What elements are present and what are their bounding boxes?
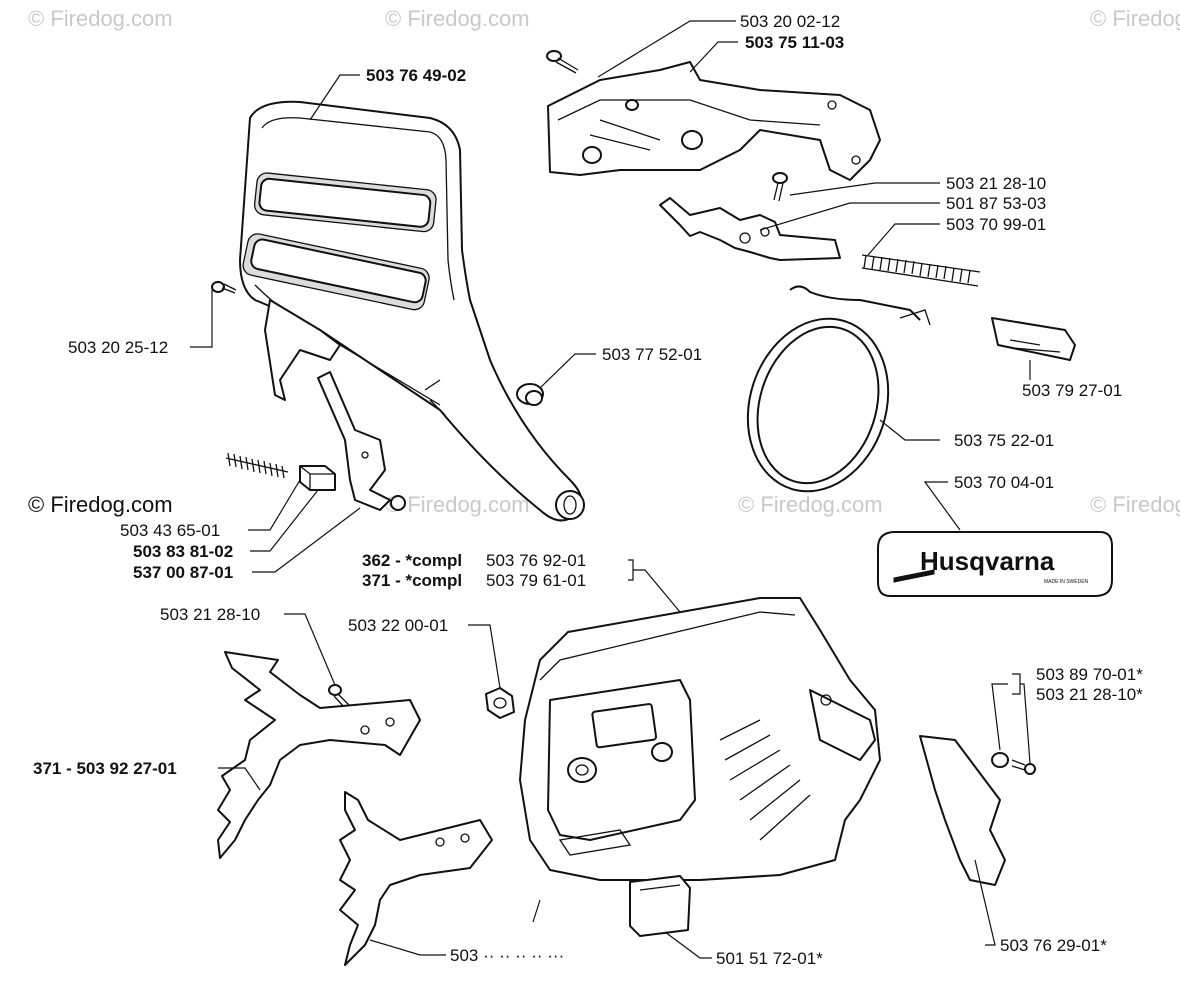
part-number-label: 503 79 61-01 (486, 571, 586, 590)
hand-guard-part (239, 100, 585, 522)
part-number-label: 503 70 99-01 (946, 215, 1046, 234)
latch-part (659, 197, 841, 261)
block-part (299, 465, 336, 491)
part-number-label: 503 76 49-02 (366, 66, 466, 85)
watermark-text: © Firedog.com (738, 492, 883, 517)
watermark-text: © Firedog.com (385, 6, 530, 31)
tab-part (629, 875, 691, 937)
part-number-label: 362 - *compl (362, 551, 462, 570)
part-number-label: 503 21 28-10 (160, 605, 260, 624)
part-number-label: 503 70 04-01 (954, 473, 1054, 492)
part-number-label: 501 87 53-03 (946, 194, 1046, 213)
watermark-text: © Firedog.com (1090, 492, 1180, 517)
part-number-label: 503 83 81-02 (133, 542, 233, 561)
part-number-label: 503 76 29-01* (1000, 936, 1107, 955)
part-number-label: 537 00 87-01 (133, 563, 233, 582)
copyright-notice: © Firedog.com (28, 492, 173, 517)
part-number-label: 503 75 11-03 (745, 33, 844, 52)
brake-lever-part (317, 371, 406, 511)
part-number-label: 503 20 25-12 (68, 338, 168, 357)
screw-part (211, 281, 237, 294)
screw-part (546, 50, 579, 74)
husqvarna-logo: Husqvarna MADE IN SWEDEN (877, 531, 1113, 597)
bushing-part (516, 383, 544, 406)
part-number-label: 503 79 27-01 (1022, 381, 1122, 400)
part-number-label: 503 22 00-01 (348, 616, 448, 635)
brake-band-part (746, 285, 931, 493)
part-number-label: 371 - 503 92 27-01 (33, 759, 177, 778)
spring-part (861, 254, 981, 287)
nut-part (485, 687, 515, 719)
part-number-label: 503 ·· ·· ·· ·· ··· (450, 946, 564, 965)
watermark-text: © Firedog.com (385, 492, 530, 517)
part-number-label: 503 76 92-01 (486, 551, 586, 570)
logo-subtext: MADE IN SWEDEN (1044, 579, 1089, 585)
part-number-label: 503 89 70-01* (1036, 665, 1143, 684)
part-number-label: 503 20 02-12 (740, 12, 840, 31)
part-number-label: 501 51 72-01* (716, 949, 823, 968)
screw-part (772, 172, 788, 202)
part-number-label: 503 21 28-10 (946, 174, 1046, 193)
part-number-label: 371 - *compl (362, 571, 462, 590)
watermark-text: © Firedog.com (28, 6, 173, 31)
clutch-cover-part (519, 597, 881, 881)
part-number-label: 503 77 52-01 (602, 345, 702, 364)
chain-catcher-part (919, 735, 1036, 886)
part-number-label: 503 75 22-01 (954, 431, 1054, 450)
cover-part (991, 317, 1076, 361)
watermark-text: © Firedog.com (1090, 6, 1180, 31)
part-number-label: 503 43 65-01 (120, 521, 220, 540)
logo-brand-text: Husqvarna (920, 546, 1055, 576)
brake-bracket-part (547, 61, 881, 181)
bumper-spike-part (339, 791, 493, 966)
leader-lines (190, 20, 1031, 959)
spring-part (225, 452, 289, 479)
bumper-spike-part (217, 651, 421, 859)
part-number-label: 503 21 28-10* (1036, 685, 1143, 704)
screw-part (328, 684, 351, 709)
